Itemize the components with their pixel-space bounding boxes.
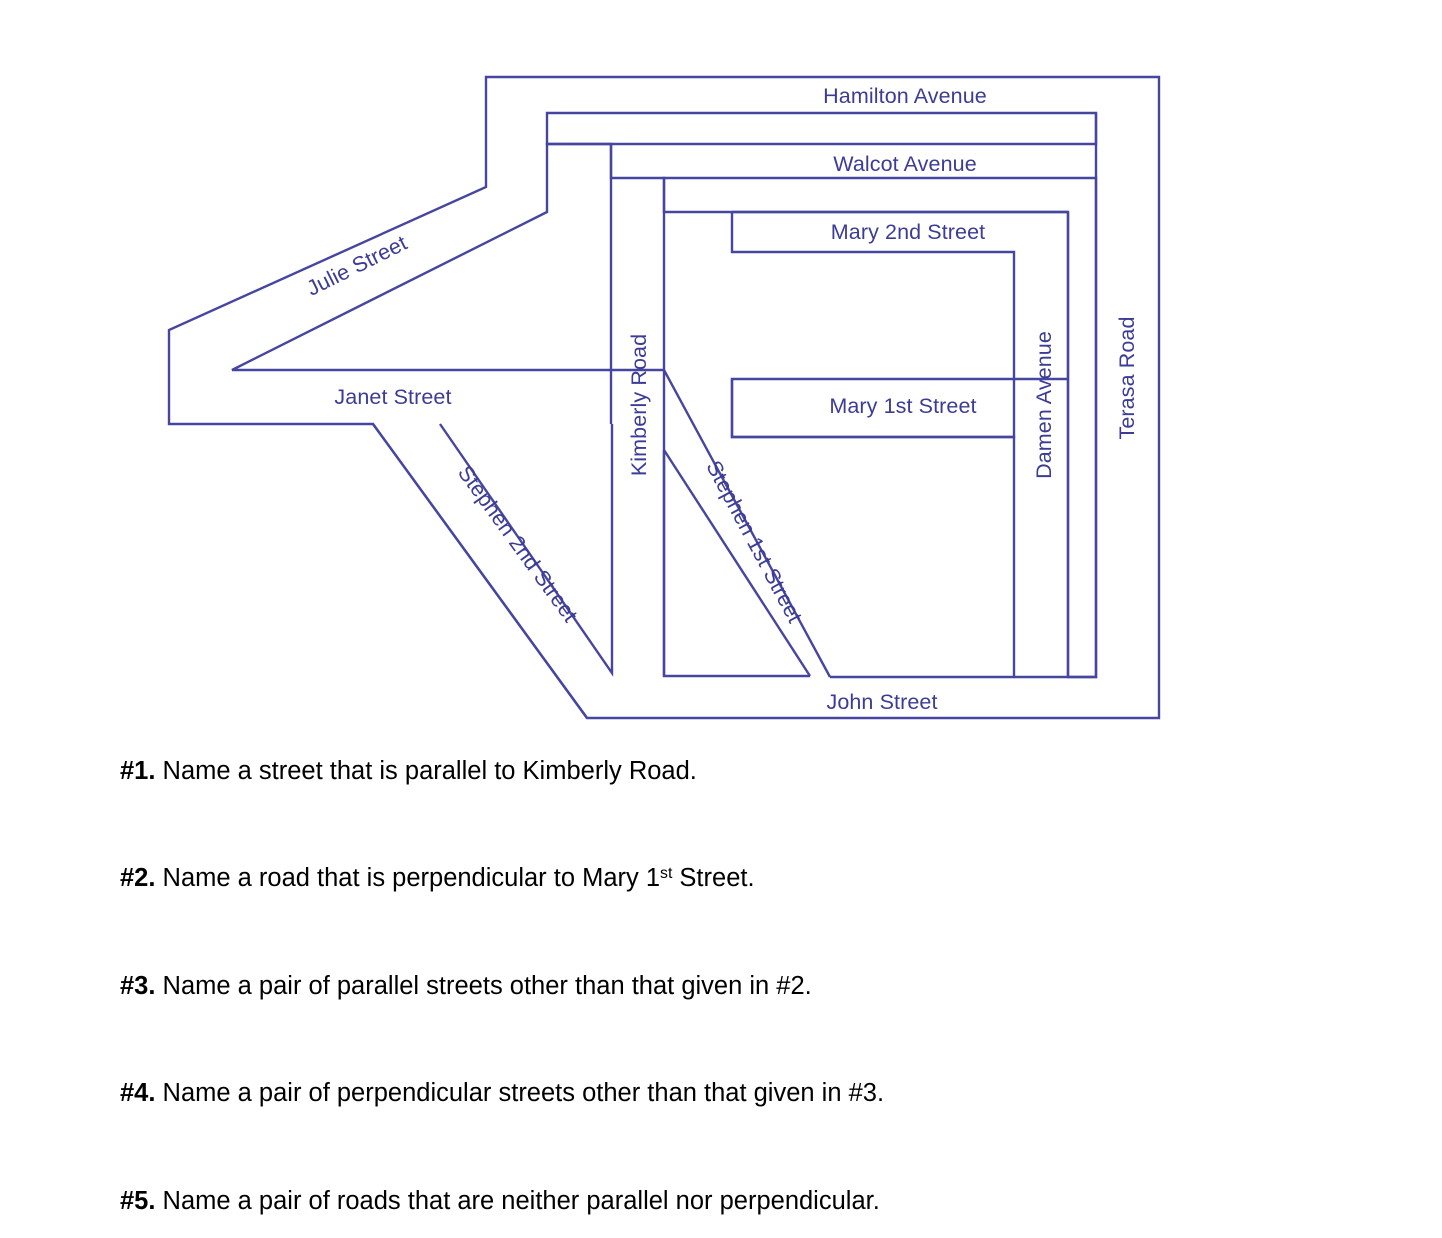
road-label-hamilton: Hamilton Avenue	[823, 84, 987, 108]
stephen-1st-street-upper	[662, 369, 832, 678]
question-item: #5. Name a pair of roads that are neithe…	[120, 1187, 880, 1216]
question-item: #2. Name a road that is perpendicular to…	[120, 864, 755, 893]
questions-list: #1. Name a street that is parallel to Ki…	[0, 745, 1442, 1238]
question-item: #3. Name a pair of parallel streets othe…	[120, 972, 812, 1001]
question-text-pre: Name a road that is perpendicular to Mar…	[162, 864, 661, 892]
question-text-post: Street.	[672, 864, 755, 892]
road-label-stephen-1st: Stephen 1st Street	[701, 457, 807, 627]
question-number: #3.	[120, 972, 156, 1000]
question-item: #1. Name a street that is parallel to Ki…	[120, 757, 697, 786]
road-label-mary-1st: Mary 1st Street	[829, 394, 976, 418]
stephen-1st-street-lower	[662, 449, 812, 677]
julie-janet-band-edge	[231, 142, 666, 372]
street-map-svg: Hamilton Avenue Walcot Avenue Mary 2nd S…	[167, 75, 1161, 720]
road-label-julie: Julie Street	[303, 231, 411, 301]
hamilton-avenue-inner-edge	[545, 111, 1098, 146]
street-map-figure: Hamilton Avenue Walcot Avenue Mary 2nd S…	[167, 75, 1161, 720]
road-label-terasa: Terasa Road	[1115, 316, 1139, 439]
question-number: #5.	[120, 1187, 156, 1215]
question-item: #4. Name a pair of perpendicular streets…	[120, 1079, 884, 1108]
question-text: Name a pair of roads that are neither pa…	[162, 1187, 880, 1215]
road-label-damen: Damen Avenue	[1032, 331, 1056, 479]
road-label-kimberly: Kimberly Road	[627, 334, 651, 476]
question-ordinal-suffix: st	[660, 864, 673, 882]
road-label-mary-2nd: Mary 2nd Street	[831, 220, 985, 244]
question-text: Name a pair of parallel streets other th…	[162, 972, 812, 1000]
road-label-janet: Janet Street	[334, 385, 451, 409]
road-label-walcot: Walcot Avenue	[833, 152, 977, 176]
terasa-road-inner-edge	[1068, 113, 1098, 679]
road-label-john: John Street	[826, 690, 937, 714]
kimberly-road-left-lower	[439, 423, 614, 677]
question-number: #1.	[120, 757, 156, 785]
road-label-stephen-2nd: Stephen 2nd Street	[453, 461, 582, 626]
mary-1st-street-block	[730, 379, 1016, 679]
question-text: Name a street that is parallel to Kimber…	[162, 757, 697, 785]
question-number: #4.	[120, 1079, 156, 1107]
stephen-2nd-street-band	[372, 423, 588, 719]
question-number: #2.	[120, 864, 156, 892]
question-text: Name a pair of perpendicular streets oth…	[162, 1079, 885, 1107]
